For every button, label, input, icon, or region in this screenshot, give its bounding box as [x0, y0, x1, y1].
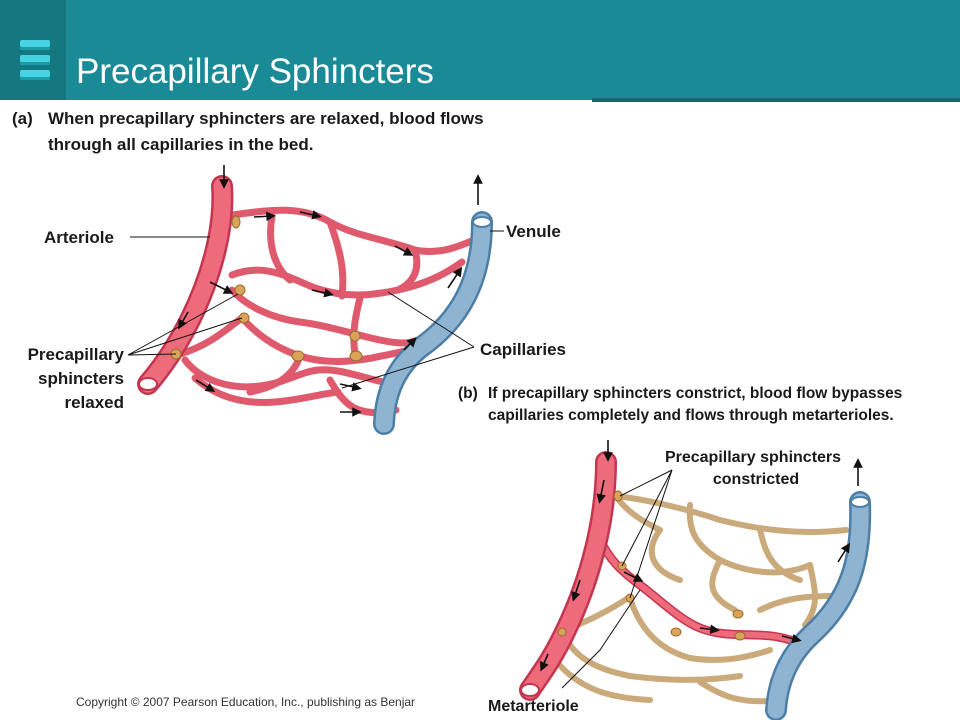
metarteriole-label: Metarteriole — [488, 698, 579, 715]
slide-logo-icon — [20, 40, 50, 84]
panel-a-venule — [373, 211, 493, 435]
panel-a-arteriole — [137, 175, 234, 395]
panel-a-leader-lines — [127, 230, 504, 389]
panel-b-leader-lines — [561, 469, 673, 689]
panel-b-labels: Precapillary sphincters constricted Meta… — [488, 449, 841, 715]
arteriole-label: Arteriole — [44, 228, 114, 247]
sphincters-constricted-label-2: constricted — [713, 471, 799, 488]
panel-b-capillaries — [552, 493, 849, 705]
sphincters-relaxed-label-3: relaxed — [64, 393, 124, 412]
banner-rule — [592, 98, 960, 102]
panel-a-labels: Arteriole Venule Capillaries Precapillar… — [28, 222, 566, 412]
slide-title: Precapillary Sphincters — [76, 52, 434, 91]
venule-label: Venule — [506, 222, 561, 241]
copyright-text: Copyright © 2007 Pearson Education, Inc.… — [76, 695, 416, 709]
panel-b-prefix: (b) — [458, 385, 478, 402]
panel-a-caption: (a) When precapillary sphincters are rel… — [12, 109, 484, 154]
panel-a-prefix: (a) — [12, 109, 33, 128]
panel-b-caption: (b) If precapillary sphincters constrict… — [458, 385, 902, 424]
banner-left-block — [0, 0, 66, 100]
capillaries-label: Capillaries — [480, 340, 566, 359]
capillary-bed-figure: (a) When precapillary sphincters are rel… — [12, 109, 902, 720]
panel-b-caption-line2: capillaries completely and flows through… — [488, 407, 894, 424]
panel-b-flow-arrows — [539, 440, 863, 672]
panel-b-arteriole — [519, 451, 617, 701]
sphincters-relaxed-label-2: sphincters — [38, 369, 124, 388]
sphincters-constricted-label-1: Precapillary sphincters — [665, 449, 841, 466]
panel-a-caption-line1: When precapillary sphincters are relaxed… — [48, 109, 484, 128]
panel-b-caption-line1: If precapillary sphincters constrict, bl… — [488, 385, 902, 402]
panel-a-flow-arrows — [178, 165, 483, 417]
panel-a-caption-line2: through all capillaries in the bed. — [48, 135, 313, 154]
sphincters-relaxed-label-1: Precapillary — [28, 345, 125, 364]
title-banner — [0, 0, 960, 100]
panel-a-capillaries — [176, 206, 478, 417]
panel-b-venule — [765, 491, 872, 720]
